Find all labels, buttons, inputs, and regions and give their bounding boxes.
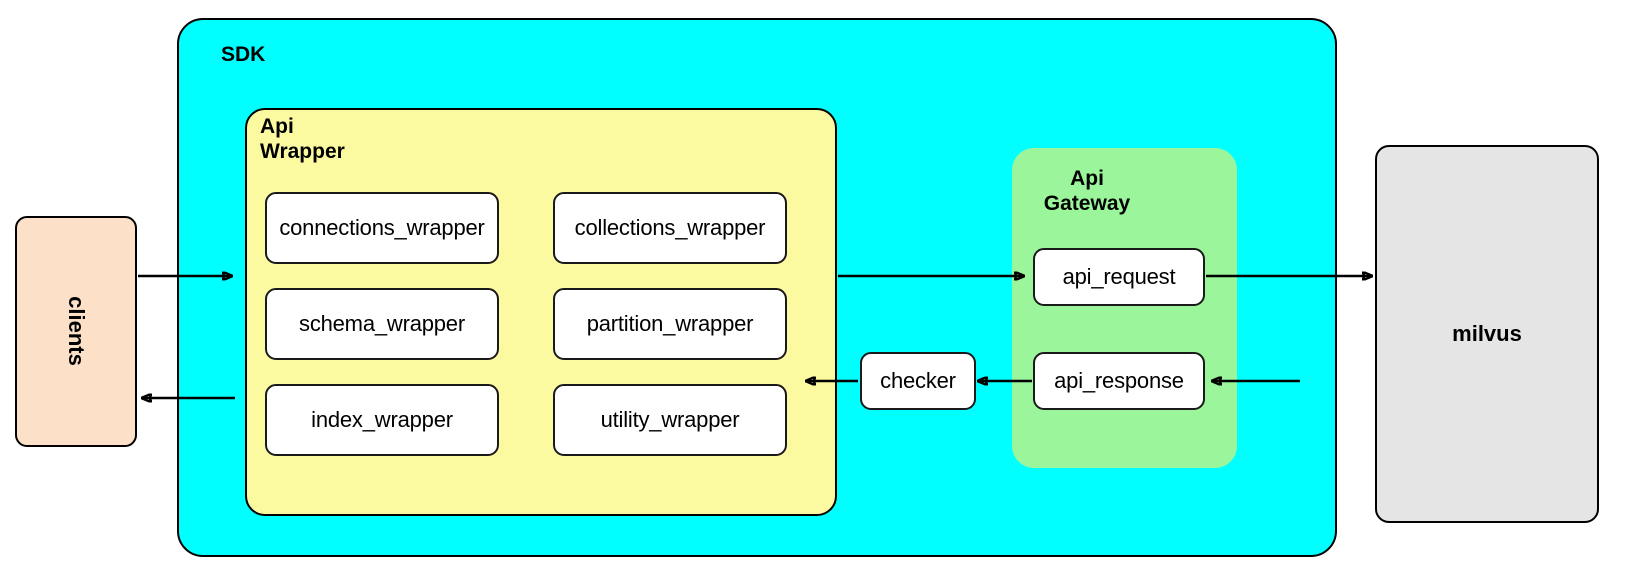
schema-wrapper-label: schema_wrapper [299, 311, 465, 336]
utility-wrapper-label: utility_wrapper [600, 407, 740, 432]
partition-wrapper-label: partition_wrapper [586, 311, 754, 336]
schema-wrapper-box[interactable]: schema_wrapper [265, 288, 499, 360]
connections-wrapper-label: connections_wrapper [279, 215, 485, 240]
api-response-box[interactable]: api_response [1033, 352, 1205, 410]
checker-box[interactable]: checker [860, 352, 976, 410]
milvus-box[interactable]: milvus [1375, 145, 1599, 523]
collections-wrapper-label: collections_wrapper [574, 215, 766, 240]
index-wrapper-label: index_wrapper [311, 407, 453, 432]
api-gateway-container [1012, 148, 1237, 468]
api-request-box[interactable]: api_request [1033, 248, 1205, 306]
sdk-label: SDK [221, 43, 266, 66]
utility-wrapper-box[interactable]: utility_wrapper [553, 384, 787, 456]
collections-wrapper-box[interactable]: collections_wrapper [553, 192, 787, 264]
checker-label: checker [880, 368, 956, 393]
api-wrapper-label: Api Wrapper [260, 115, 345, 163]
clients-box[interactable]: clients [15, 216, 137, 447]
partition-wrapper-box[interactable]: partition_wrapper [553, 288, 787, 360]
api-gateway-label: Api Gateway [1043, 167, 1131, 215]
index-wrapper-box[interactable]: index_wrapper [265, 384, 499, 456]
milvus-label: milvus [1452, 321, 1522, 346]
connections-wrapper-box[interactable]: connections_wrapper [265, 192, 499, 264]
api-response-label: api_response [1054, 368, 1184, 393]
api-request-label: api_request [1062, 264, 1176, 289]
